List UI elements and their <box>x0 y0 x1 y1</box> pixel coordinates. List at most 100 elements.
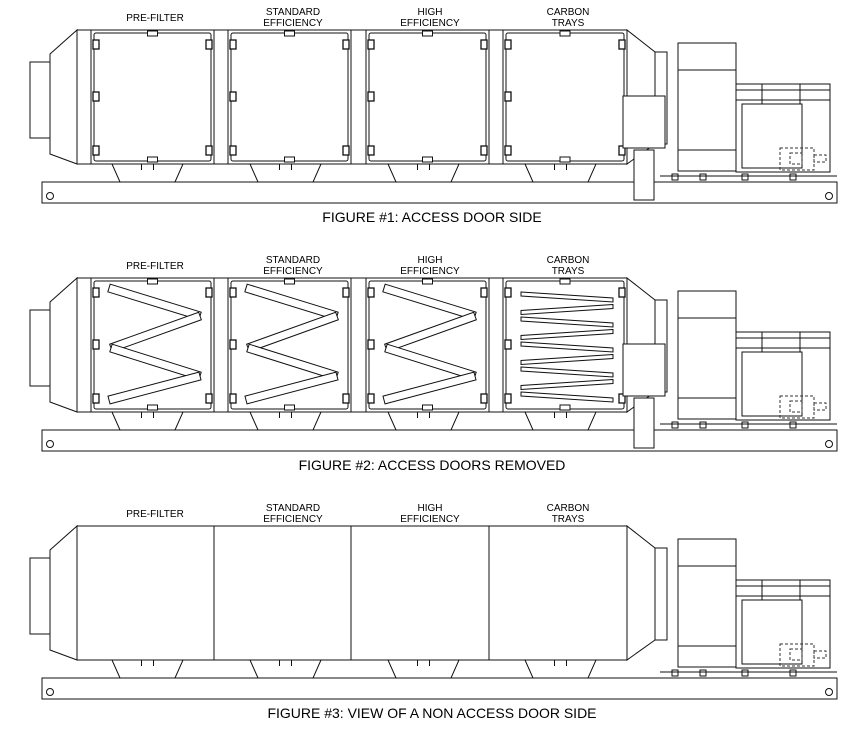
mounting-hole <box>46 440 54 448</box>
door-latch <box>92 393 100 404</box>
outlet-transition <box>626 524 656 661</box>
door-hinge <box>559 278 571 285</box>
section-label: PRE-FILTER <box>126 261 184 272</box>
mounting-hole <box>825 440 833 448</box>
section-label: HIGH <box>418 503 443 514</box>
access-door-frame <box>227 29 352 165</box>
door-latch <box>504 287 512 298</box>
figure-caption: FIGURE #1: ACCESS DOOR SIDE <box>322 209 541 225</box>
blower-housing <box>677 42 737 172</box>
filter-pleat <box>246 343 339 381</box>
door-latch <box>618 39 626 50</box>
figure-2: PRE-FILTERSTANDARDEFFICIENCYHIGHEFFICIEN… <box>29 255 838 473</box>
skid-bolt <box>699 669 707 677</box>
section-label: PRE-FILTER <box>126 509 184 520</box>
door-hinge <box>284 156 295 163</box>
section-label: EFFICIENCY <box>400 514 460 525</box>
door-hinge <box>147 156 158 163</box>
door-hinge <box>422 404 433 411</box>
motor-shaft-outline <box>813 154 827 163</box>
access-door <box>93 32 212 162</box>
access-door-frame <box>502 29 628 165</box>
carbon-tray <box>520 341 614 353</box>
section-label: STANDARD <box>266 503 320 514</box>
section-label: HIGH <box>418 7 443 18</box>
door-hinge <box>559 30 571 37</box>
filter-pleat <box>384 343 477 381</box>
section-label: PRE-FILTER <box>126 13 184 24</box>
access-door-frame <box>365 29 490 165</box>
filter-pleat <box>244 283 339 321</box>
base-rail <box>41 181 838 204</box>
base-rail <box>41 677 838 700</box>
support-leg <box>111 163 184 183</box>
door-latch <box>618 145 626 156</box>
filter-pleat <box>109 343 202 381</box>
support-leg <box>111 659 184 679</box>
skid-bolt <box>671 173 679 181</box>
figure-1: PRE-FILTERSTANDARDEFFICIENCYHIGHEFFICIEN… <box>29 7 838 225</box>
filter-housing <box>76 29 628 165</box>
motor-shaft-outline <box>813 402 827 411</box>
access-door <box>368 32 487 162</box>
access-door <box>230 32 349 162</box>
door-latch <box>480 287 488 298</box>
motor-rail <box>735 585 831 597</box>
filter-housing <box>76 525 628 661</box>
door-latch <box>618 287 626 298</box>
motor-body <box>741 351 803 417</box>
skid-bolt <box>741 669 749 677</box>
motor-body <box>741 599 803 665</box>
door-latch <box>480 39 488 50</box>
door-hinge <box>147 278 158 285</box>
motor-frame <box>735 579 831 669</box>
access-door-frame <box>90 277 215 413</box>
door-latch <box>229 91 237 102</box>
door-hinge <box>422 156 433 163</box>
section-label: EFFICIENCY <box>263 514 323 525</box>
carbon-tray <box>520 291 614 303</box>
door-latch <box>480 393 488 404</box>
door-hinge <box>284 278 295 285</box>
motor-shaft-outline <box>789 400 803 413</box>
motor-shaft-outline <box>813 650 827 659</box>
section-label: EFFICIENCY <box>400 266 460 277</box>
drain-stub <box>633 149 655 201</box>
door-hinge <box>147 404 158 411</box>
carbon-tray <box>520 328 614 341</box>
support-leg <box>111 411 184 431</box>
door-hinge <box>559 404 571 411</box>
door-latch <box>205 39 213 50</box>
inlet-duct <box>29 309 51 387</box>
blower-inlet-box <box>622 343 666 397</box>
carbon-tray <box>520 366 614 378</box>
door-latch <box>342 287 350 298</box>
door-hinge <box>284 404 295 411</box>
skid-bolt <box>741 421 749 429</box>
door-latch <box>342 145 350 156</box>
door-latch <box>504 91 512 102</box>
support-leg <box>387 659 460 679</box>
section-label: EFFICIENCY <box>263 266 323 277</box>
motor-shaft-outline <box>779 147 815 171</box>
section-label: HIGH <box>418 255 443 266</box>
section-label: CARBON <box>547 255 590 266</box>
carbon-tray <box>520 316 614 328</box>
motor-frame <box>735 83 831 173</box>
figure-caption: FIGURE #3: VIEW OF A NON ACCESS DOOR SID… <box>267 705 596 721</box>
motor-shaft-outline <box>779 643 815 667</box>
door-hinge <box>422 30 433 37</box>
mounting-hole <box>46 192 54 200</box>
section-label: TRAYS <box>552 514 585 525</box>
carbon-tray <box>520 378 614 391</box>
support-leg <box>249 411 322 431</box>
door-latch <box>367 145 375 156</box>
carbon-tray <box>520 391 614 403</box>
support-leg <box>387 163 460 183</box>
door-latch <box>229 393 237 404</box>
motor-rail <box>735 89 831 101</box>
motor-shaft-outline <box>789 152 803 165</box>
filter-pleat <box>109 311 202 353</box>
access-door-frame <box>227 277 352 413</box>
motor-frame <box>735 331 831 421</box>
